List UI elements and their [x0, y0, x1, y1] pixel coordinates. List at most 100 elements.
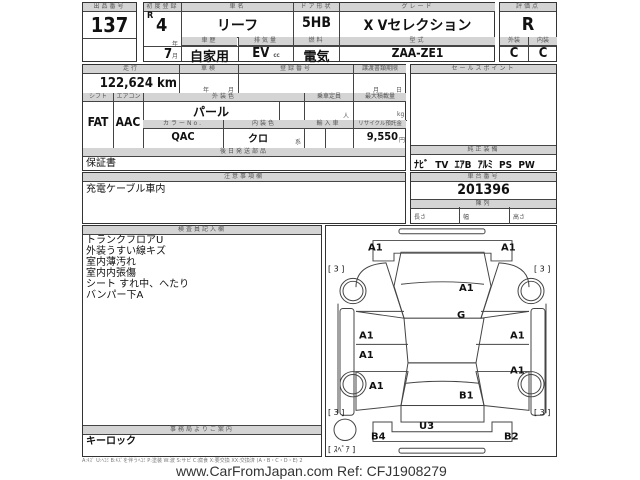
damage-diagram: A1 A1 A1 G A1 A1 A1 A1 A1 B1 U3 B4 B2 [ … — [325, 225, 557, 457]
later-parts-label: 後日発送部品 — [83, 148, 405, 157]
car-name: リーフ — [216, 18, 259, 34]
int-score: C — [538, 46, 548, 61]
sales-point-box: セールスポイント 純正装備 ﾅﾋﾞ TV ｴｱB ｱﾙﾐ PS PW — [410, 64, 557, 171]
inspection-year-unit: 年 — [203, 87, 210, 94]
inspector-label: 検査員記入欄 — [83, 226, 321, 235]
grade: X Vセレクション — [363, 18, 472, 34]
details-box: 走行 車検 登録番号 譲渡書類期限 122,624 km 年 月 月 日 シフト… — [82, 64, 407, 171]
transfer-label: 譲渡書類期限 — [353, 65, 406, 74]
later-parts: 保証書 — [86, 158, 116, 169]
watermark: www.CarFromJapan.com Ref: CFJ1908279 — [176, 463, 447, 479]
inspection-month-unit: 月 — [228, 87, 235, 94]
mark-hood: A1 — [459, 283, 474, 294]
mark-front-left: A1 — [368, 242, 383, 253]
inspection-label: 車検 — [179, 65, 238, 74]
year-unit: 年 — [172, 41, 179, 48]
chassis-label: 車台番号 — [411, 173, 556, 182]
import-label: 輸入車 — [304, 120, 353, 129]
int-label: 内装 — [529, 37, 557, 46]
door-label: ドア形状 — [294, 3, 339, 12]
usage-label: 車歴 — [182, 37, 237, 46]
mark-left-rear-door: A1 — [359, 350, 374, 361]
displacement: EV cc — [238, 46, 293, 62]
score: R — [521, 14, 535, 35]
score-label: 評価点 — [500, 3, 556, 12]
mark-right-front-door: A1 — [510, 331, 525, 342]
transfer-day-unit: 日 — [396, 87, 403, 94]
legend-footer: A:ｷｽﾞ U:ﾍｺﾐ B:ｷｽﾞを伴うﾍｺﾐ P:塗装 W:波 S:サビ C:… — [82, 458, 303, 464]
score-box: 評価点 R 外装 内装 C C — [499, 2, 557, 62]
equipment-label: 純正装備 — [411, 145, 556, 155]
display-height: 高さ — [513, 214, 526, 221]
notes-label: 注意事項欄 — [83, 173, 405, 182]
display-width: 幅 — [463, 214, 470, 221]
vehicle-header: 初度登録 車名 ドア形状 グレード R 4 年 リーフ 5HB X Vセレクショ… — [143, 2, 495, 65]
transfer-month-unit: 月 — [373, 87, 380, 94]
mark-right-rear-door: A1 — [510, 366, 525, 377]
recycle-label: リサイクル預託金 — [353, 120, 406, 129]
ext-color: パール — [192, 105, 229, 119]
aircon: AAC — [115, 115, 141, 129]
door-type: 5HB — [302, 15, 331, 31]
ext-color-label: 外装色 — [143, 93, 304, 102]
inspector-line: バンパー下A — [86, 290, 144, 301]
mark-roof-front: G — [457, 310, 465, 321]
mark-front-right: A1 — [501, 242, 516, 253]
mark-rear-bumper-right: B2 — [504, 432, 519, 443]
reg-month: 7 — [164, 47, 173, 62]
first-reg-label: 初度登録 — [144, 3, 181, 12]
mark-rear-bumper-left: B4 — [371, 432, 386, 443]
int-color: クロ — [248, 134, 268, 145]
ext-label: 外装 — [500, 37, 528, 46]
inspector-line: トランクフロアU — [86, 235, 164, 246]
inspector-line: 室内薄汚れ — [86, 257, 136, 268]
fuel: 電気 — [303, 50, 330, 65]
lot-box: 出品番号 137 — [82, 2, 137, 62]
inspector-line: 外装うすい線キズ — [86, 246, 166, 257]
shift-label: シフト — [83, 93, 113, 102]
lot-label: 出品番号 — [83, 3, 136, 12]
tire-depth: [ 3 ] — [534, 408, 550, 417]
mark-left-quarter: A1 — [369, 381, 384, 392]
month-unit: 月 — [172, 53, 179, 60]
max-load-unit: kg — [397, 111, 405, 118]
notes-box: 注意事項欄 充電ケーブル車内 — [82, 172, 406, 224]
inspector-line: 室内内張傷 — [86, 268, 136, 279]
displacement-value: EV — [252, 46, 270, 61]
display-length: 長さ — [414, 214, 427, 221]
chassis-number: 201396 — [457, 182, 510, 198]
seats-label: 乗車定員 — [304, 93, 353, 102]
fuel-label: 燃料 — [294, 37, 339, 46]
displacement-label: 排気量 — [238, 37, 293, 46]
shift: FAT — [87, 115, 109, 129]
color-no: QAC — [171, 130, 195, 143]
int-color-unit: 系 — [295, 139, 302, 146]
sales-point-label: セールスポイント — [411, 65, 556, 74]
notes: 充電ケーブル車内 — [86, 184, 166, 195]
mileage: 122,624 km — [99, 76, 177, 91]
ext-score: C — [509, 46, 519, 61]
grade-label: グレード — [340, 3, 495, 12]
chassis-box: 車台番号 201396 陳列 長さ 幅 高さ — [410, 172, 557, 224]
inspector-box: 検査員記入欄 トランクフロアU 外装うすい線キズ 室内薄汚れ 室内内張傷 シート… — [82, 225, 322, 457]
recycle-unit: 円 — [399, 137, 406, 144]
spare-tire: [ ｽﾍﾟｱ ] — [328, 445, 355, 454]
reg-no-label: 登録番号 — [238, 65, 353, 74]
equipment: ﾅﾋﾞ TV ｴｱB ｱﾙﾐ PS PW — [414, 160, 535, 171]
reg-year: 4 — [156, 15, 168, 36]
model-label: 型式 — [340, 37, 495, 46]
display-label: 陳列 — [411, 199, 556, 209]
mark-back-door: B1 — [459, 391, 474, 402]
mark-trunk-floor: U3 — [419, 421, 434, 432]
mark-left-front-door: A1 — [359, 331, 374, 342]
tire-depth: [ 3 ] — [328, 265, 344, 274]
aircon-label: エアコン — [113, 93, 143, 102]
int-color-label: 内装色 — [223, 120, 304, 129]
usage: 自家用 — [189, 50, 229, 65]
lot-number: 137 — [90, 13, 129, 37]
office-label: 事務局よりご案内 — [83, 425, 321, 435]
car-name-label: 車名 — [182, 3, 293, 12]
tire-depth: [ 3 ] — [534, 265, 550, 274]
seats-unit: 人 — [343, 113, 350, 120]
color-no-label: カラーNo. — [143, 120, 223, 129]
